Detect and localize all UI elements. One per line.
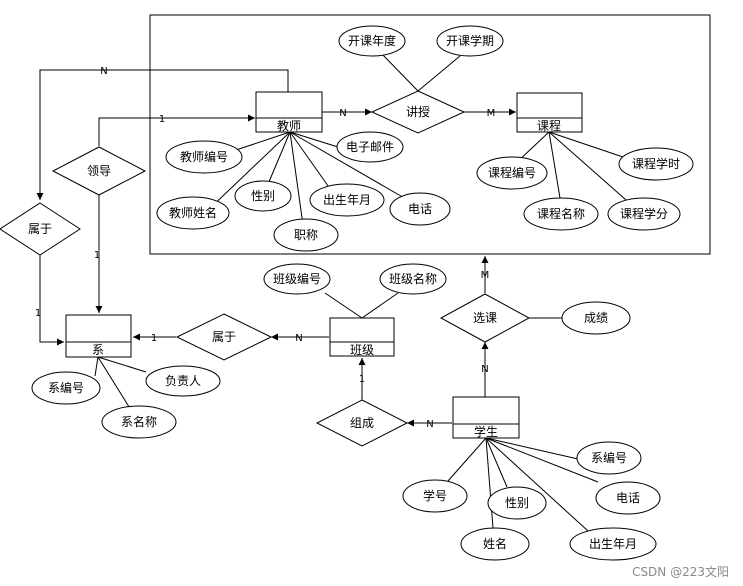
relationship-belong-left-label: 属于 xyxy=(28,222,52,236)
attribute-email[interactable]: 电子邮件 xyxy=(336,131,404,163)
attribute-course-id[interactable]: 课程编号 xyxy=(476,156,548,190)
attribute-class-id-label: 班级编号 xyxy=(273,271,321,286)
card-class-belong: N xyxy=(295,333,302,344)
attribute-stu-gender[interactable]: 性别 xyxy=(487,486,547,520)
entity-teacher[interactable]: 教师 xyxy=(255,91,323,133)
attribute-teacher-birth[interactable]: 出生年月 xyxy=(309,183,385,217)
entity-course[interactable]: 课程 xyxy=(516,92,583,133)
attribute-grade-label: 成绩 xyxy=(584,311,608,325)
entity-department[interactable]: 系 xyxy=(65,314,132,358)
card-compose-class: 1 xyxy=(359,374,365,385)
attribute-teacher-birth-label: 出生年月 xyxy=(323,193,371,207)
attribute-dept-head[interactable]: 负责人 xyxy=(145,365,221,397)
attribute-teacher-phone-label: 电话 xyxy=(408,202,432,216)
attribute-dept-name-label: 系名称 xyxy=(121,414,157,429)
card-lead-dept: 1 xyxy=(94,250,100,261)
attribute-stu-id-label: 学号 xyxy=(423,488,447,503)
card-lead-teacher: 1 xyxy=(159,114,165,125)
relationship-compose-label: 组成 xyxy=(350,416,374,430)
relationship-lead[interactable]: 领导 xyxy=(51,146,147,196)
card-belong-dept: 1 xyxy=(35,308,41,319)
relationship-select[interactable]: 选课 xyxy=(439,293,531,343)
attribute-teacher-gender-label: 性别 xyxy=(251,189,275,203)
relationship-teach-label: 讲授 xyxy=(406,104,430,119)
relationship-belong-mid-label: 属于 xyxy=(212,330,236,344)
attribute-term[interactable]: 开课学期 xyxy=(436,25,504,57)
attribute-course-hours-label: 课程学时 xyxy=(632,156,680,171)
attribute-email-label: 电子邮件 xyxy=(346,140,394,154)
attribute-class-name-label: 班级名称 xyxy=(389,271,437,286)
attribute-term-label: 开课学期 xyxy=(446,33,494,48)
card-teacher-teach: N xyxy=(339,108,346,119)
attribute-dept-name[interactable]: 系名称 xyxy=(101,405,177,439)
attribute-year-label: 开课年度 xyxy=(348,33,396,48)
attribute-course-name-label: 课程名称 xyxy=(537,206,585,221)
relationship-belong-left[interactable]: 属于 xyxy=(0,202,81,256)
card-select-course: M xyxy=(481,270,490,281)
attribute-stu-dept[interactable]: 系编号 xyxy=(576,441,642,475)
attribute-stu-dept-label: 系编号 xyxy=(591,450,627,465)
attribute-stu-phone-label: 电话 xyxy=(616,491,640,505)
relationship-teach[interactable]: 讲授 xyxy=(370,90,466,134)
card-dept-belong: 1 xyxy=(151,333,157,344)
attribute-class-name[interactable]: 班级名称 xyxy=(379,263,447,295)
card-teach-course: M xyxy=(487,108,496,119)
teaching-frame xyxy=(149,14,711,255)
attribute-stu-birth-label: 出生年月 xyxy=(589,537,637,551)
attribute-stu-gender-label: 性别 xyxy=(505,496,529,510)
entity-department-label: 系 xyxy=(92,343,104,357)
attribute-course-credit[interactable]: 课程学分 xyxy=(607,197,681,231)
attribute-title-label: 职称 xyxy=(294,228,318,242)
attribute-dept-head-label: 负责人 xyxy=(165,374,201,388)
attribute-teacher-name[interactable]: 教师姓名 xyxy=(156,196,230,230)
entity-class[interactable]: 班级 xyxy=(329,317,395,357)
attribute-course-name[interactable]: 课程名称 xyxy=(523,197,599,231)
attribute-teacher-name-label: 教师姓名 xyxy=(169,205,217,220)
attribute-teacher-gender[interactable]: 性别 xyxy=(234,180,292,212)
attribute-stu-phone[interactable]: 电话 xyxy=(595,481,661,515)
attribute-course-hours[interactable]: 课程学时 xyxy=(618,147,694,181)
attribute-dept-id-label: 系编号 xyxy=(48,380,84,395)
attribute-teacher-id-label: 教师编号 xyxy=(180,149,228,164)
card-student-select: N xyxy=(481,364,488,375)
attribute-dept-id[interactable]: 系编号 xyxy=(31,371,101,405)
attribute-title[interactable]: 职称 xyxy=(273,218,339,252)
entity-course-label: 课程 xyxy=(537,118,561,133)
attribute-stu-id[interactable]: 学号 xyxy=(402,479,468,513)
attribute-grade[interactable]: 成绩 xyxy=(561,301,631,335)
relationship-belong-mid[interactable]: 属于 xyxy=(175,313,273,361)
attribute-class-id[interactable]: 班级编号 xyxy=(263,263,331,295)
attribute-stu-name[interactable]: 姓名 xyxy=(460,527,530,561)
attribute-course-id-label: 课程编号 xyxy=(488,165,536,180)
relationship-lead-label: 领导 xyxy=(87,164,111,178)
relationship-select-label: 选课 xyxy=(473,311,497,325)
watermark: CSDN @223文阳 xyxy=(632,564,729,579)
attribute-teacher-phone[interactable]: 电话 xyxy=(389,192,451,226)
entity-teacher-label: 教师 xyxy=(277,118,301,133)
card-student-compose: N xyxy=(426,419,433,430)
attribute-year[interactable]: 开课年度 xyxy=(338,25,406,57)
cardinality-labels: N M N 1 1 1 1 N M N 1 N xyxy=(35,66,496,430)
attribute-course-credit-label: 课程学分 xyxy=(620,206,668,221)
attribute-teacher-id[interactable]: 教师编号 xyxy=(165,140,243,174)
entity-student-label: 学生 xyxy=(474,424,498,439)
attribute-stu-birth[interactable]: 出生年月 xyxy=(569,527,657,561)
card-teacher-belong: N xyxy=(100,66,107,77)
entity-student[interactable]: 学生 xyxy=(452,396,520,439)
relationship-compose[interactable]: 组成 xyxy=(315,399,409,447)
attribute-stu-name-label: 姓名 xyxy=(483,536,507,551)
entity-class-label: 班级 xyxy=(350,343,374,357)
